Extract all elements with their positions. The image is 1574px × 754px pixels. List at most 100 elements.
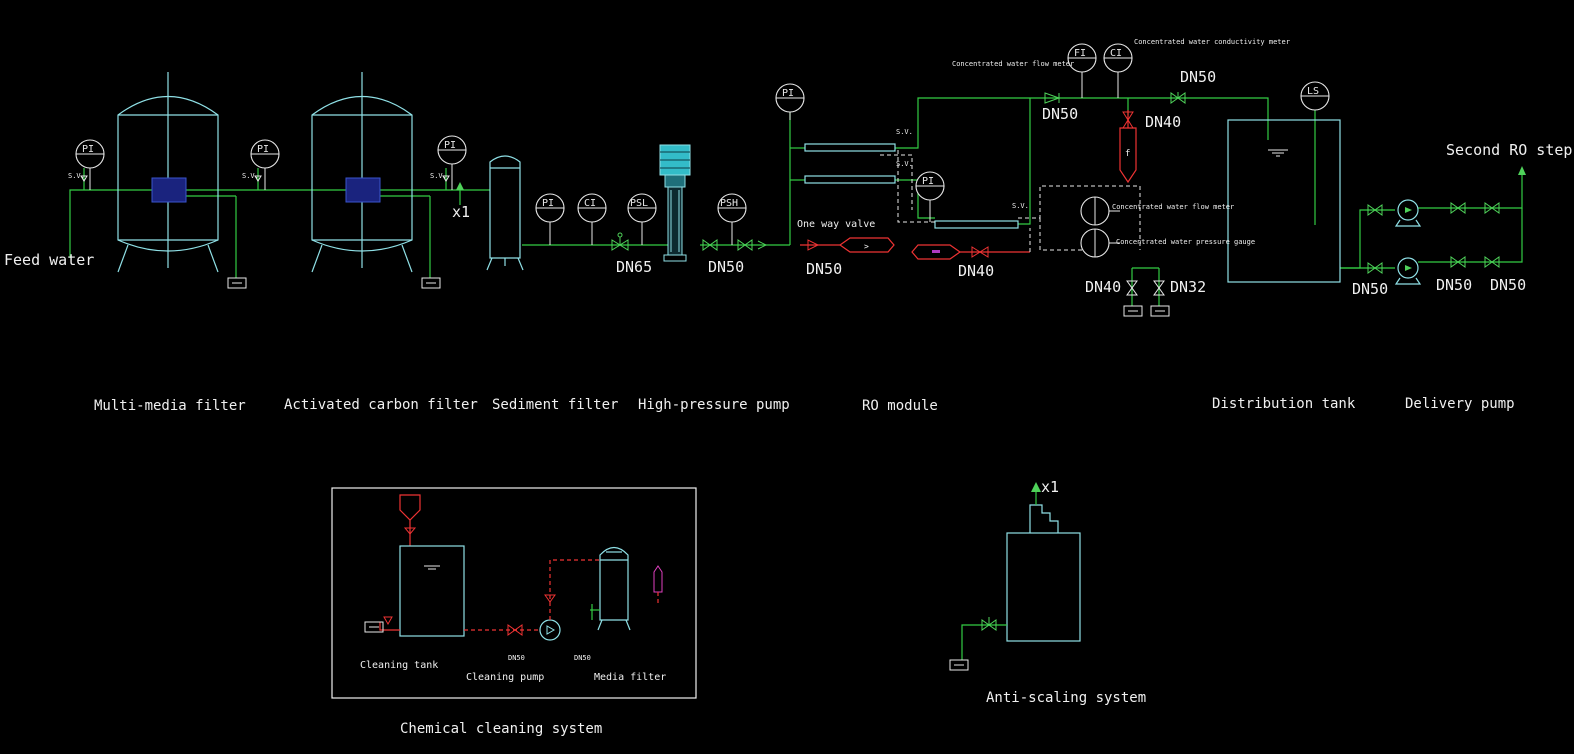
chemical-cleaning-system: Cleaning tank Cleaning pump Media filter… (331, 487, 697, 737)
cleaning-tank-label: Cleaning tank (360, 660, 438, 671)
sv-valve-2 (254, 168, 262, 190)
gauge-ci-top: CI (1103, 43, 1133, 98)
caption-carbon: Activated carbon filter (284, 397, 478, 413)
drain-valve-1 (1126, 280, 1138, 296)
feed-pipe (69, 189, 490, 258)
gauge-ls: LS (1300, 81, 1330, 111)
media-filter-label: Media filter (594, 672, 666, 683)
delivery-suction-1 (1340, 209, 1395, 269)
svg-text:PSL: PSL (630, 198, 648, 209)
dn50-top-left-label: DN50 (1042, 105, 1078, 123)
dn40-ro-label: DN40 (958, 262, 994, 280)
dn65-valve (611, 232, 629, 251)
sv-label-2: S.V. (242, 172, 259, 180)
gauge-pi1: PI (75, 139, 105, 190)
svg-text:PI: PI (257, 144, 269, 155)
gauge-psl: PSL (627, 193, 657, 245)
caption-hp-pump: High-pressure pump (638, 397, 790, 413)
top-gate-valve (1170, 92, 1186, 104)
ro-module (804, 143, 1141, 251)
delivery-discharge-2 (1418, 208, 1523, 263)
svg-text:PI: PI (82, 144, 94, 155)
gauge-pi2: PI (250, 139, 280, 190)
dn65-label: DN65 (616, 258, 652, 276)
gauge-pi-ro2: PI (915, 171, 945, 222)
gauge-pi4: PI (535, 193, 565, 245)
delivery-discharge-1 (1418, 172, 1523, 209)
sv-label-ro1: S.V. (896, 128, 913, 136)
one-way-valve-label: One way valve (797, 219, 875, 230)
svg-text:CI: CI (584, 198, 596, 209)
main-pipes (69, 97, 1523, 306)
text-labels: Feed water Second RO step Multi-media fi… (4, 38, 1572, 414)
check-valve (757, 240, 768, 250)
acf-manhole (345, 177, 381, 203)
anti-scaling-title: Anti-scaling system (986, 690, 1146, 706)
dn50-oneway-label: DN50 (806, 260, 842, 278)
multimedia-filter (117, 72, 219, 273)
conc-cond-meter-label: Concentrated water conductivity meter (1134, 38, 1290, 46)
dn50-top-right-label: DN50 (1180, 68, 1216, 86)
media-filter-shape (599, 546, 629, 621)
concentrate-line (895, 97, 1269, 149)
sv-label-ro3: S.V. (1012, 202, 1029, 210)
sv-labels: S.V. S.V. S.V. S.V. S.V. S.V. (68, 128, 1029, 210)
svg-text:FI: FI (1074, 48, 1086, 59)
anti-scaling-tank (1006, 532, 1081, 642)
caption-sediment: Sediment filter (492, 397, 618, 413)
conc-flow-meter-right-label: Concentrated water flow meter (1112, 203, 1234, 211)
cleaning-frame (331, 487, 697, 699)
distribution-tank (1227, 119, 1341, 283)
carbon-filter (311, 72, 413, 273)
mmf-manhole (151, 177, 187, 203)
x1-label-anti: x1 (1041, 478, 1059, 496)
gauge-conc-flow (1080, 196, 1120, 226)
dn50-valve-a (702, 239, 718, 251)
svg-text:PI: PI (444, 140, 456, 151)
x1-label-top: x1 (452, 203, 470, 221)
valves (80, 92, 1500, 296)
gauge-ci: CI (577, 193, 607, 245)
gauge-fi-top: FI (1067, 43, 1097, 98)
cleaning-pump-label: Cleaning pump (466, 672, 544, 683)
dn40-top-label: DN40 (1145, 113, 1181, 131)
gauge-conc-pressure (1080, 228, 1120, 258)
feed-water-label: Feed water (4, 251, 94, 269)
sv-label-1: S.V. (68, 172, 85, 180)
svg-text:PI: PI (782, 88, 794, 99)
dn50-pump-label: DN50 (708, 258, 744, 276)
gauge-pi3: PI (437, 135, 467, 190)
rotameter-top: f (1119, 110, 1137, 184)
sv-valve-3 (442, 168, 450, 190)
cleaning-tank-shape (399, 545, 465, 637)
second-ro-label: Second RO step (1446, 141, 1572, 159)
svg-text:CI: CI (1110, 48, 1122, 59)
dn50-delivery-2-label: DN50 (1436, 276, 1472, 294)
dn40-drain-label: DN40 (1085, 278, 1121, 296)
caption-ro: RO module (862, 398, 938, 414)
delivery-pumps (1394, 199, 1422, 285)
cleaning-title: Chemical cleaning system (400, 721, 602, 737)
caption-multimedia: Multi-media filter (94, 398, 246, 414)
third-out (1018, 98, 1031, 225)
x1-arrow (456, 182, 464, 190)
caption-dist-tank: Distribution tank (1212, 396, 1356, 412)
instruments: PI PI PI PI CI PSL PSH PI PI FI CI LS (75, 43, 1330, 258)
svg-text:LS: LS (1307, 86, 1319, 97)
svg-text:PI: PI (542, 198, 554, 209)
sv-label-3: S.V. (430, 172, 447, 180)
ro-dosing: > (800, 228, 1031, 260)
drain-symbols (227, 277, 1170, 317)
anti-scaling-system: x1 Anti-scaling system (949, 478, 1146, 706)
conc-flow-meter-top-label: Concentrated water flow meter (952, 60, 1074, 68)
clean-dn50-1: DN50 (508, 654, 525, 662)
gauge-psh: PSH (717, 193, 747, 245)
svg-text:PSH: PSH (720, 198, 738, 209)
caption-delivery-pump: Delivery pump (1405, 396, 1515, 412)
gauge-pi-ro1: PI (775, 83, 805, 120)
sv-label-ro2: S.V. (896, 160, 913, 168)
sediment-filter (486, 155, 524, 271)
clean-dn50-2: DN50 (574, 654, 591, 662)
high-pressure-pump (659, 144, 691, 262)
